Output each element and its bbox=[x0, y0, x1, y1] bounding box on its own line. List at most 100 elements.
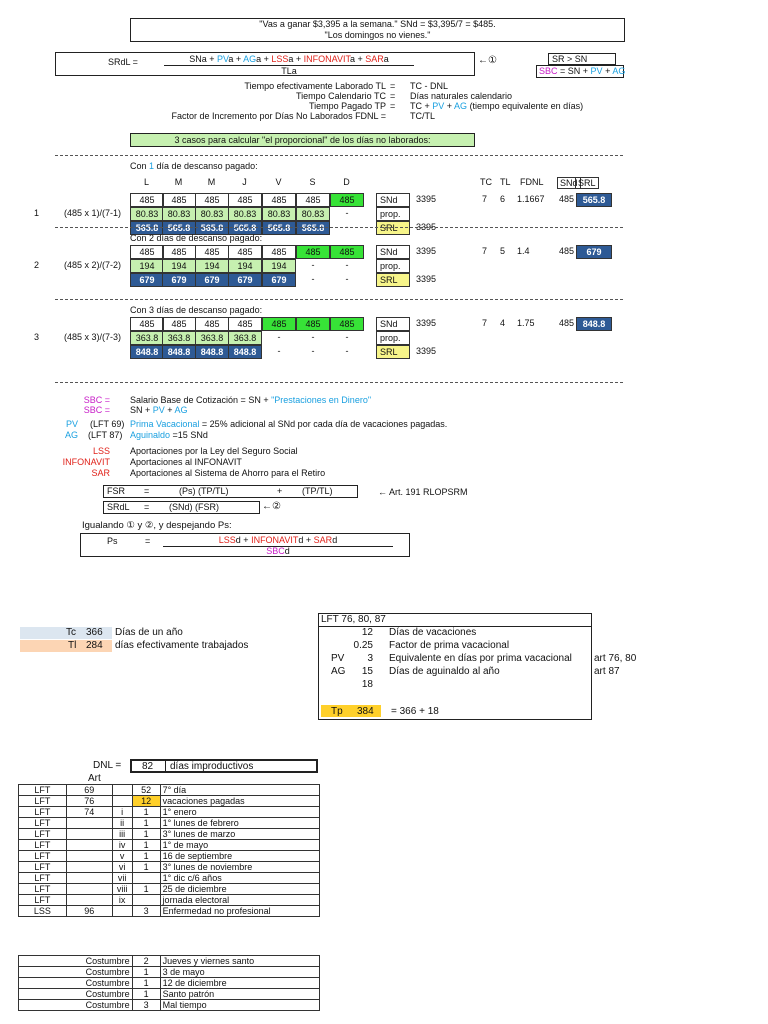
ps-denominator-part: SBC bbox=[266, 546, 285, 556]
table-cell: 1 bbox=[131, 977, 161, 989]
srl-value: 565.8 bbox=[576, 193, 612, 207]
tl-value: 4 bbox=[500, 318, 506, 328]
table-cell: 25 de diciembre bbox=[159, 883, 321, 895]
srdl-numerator-part: a + bbox=[288, 54, 304, 64]
sbc-part: SBC bbox=[539, 66, 558, 76]
table-cell: iii bbox=[111, 828, 133, 840]
day-cell: 565.8 bbox=[296, 221, 330, 235]
table-cell: 1 bbox=[131, 839, 161, 851]
lft-row-key: AG bbox=[331, 666, 346, 677]
table-cell: jornada electoral bbox=[159, 894, 321, 906]
right-header: TL bbox=[500, 177, 511, 187]
table-cell: 3 bbox=[131, 999, 161, 1011]
legend-text-part: PV bbox=[152, 405, 165, 415]
right-header: FDNL bbox=[520, 177, 544, 187]
legend-text: Aguinaldo =15 SNd bbox=[130, 430, 208, 440]
table-cell bbox=[65, 839, 113, 851]
case-title: Con 3 días de descanso pagado: bbox=[130, 305, 262, 315]
day-cell: 485 bbox=[330, 193, 364, 207]
legend-key: AG bbox=[64, 430, 78, 440]
table-cell bbox=[65, 861, 113, 873]
day-cell: - bbox=[311, 274, 315, 284]
day-cell: 679 bbox=[195, 273, 229, 287]
fdnl-value: 1.75 bbox=[517, 318, 535, 328]
fsr-label: FSR bbox=[107, 486, 125, 496]
lft-box-title: LFT 76, 80, 87 bbox=[321, 614, 386, 625]
sr-text: SR > SN bbox=[552, 54, 588, 64]
day-cell: 194 bbox=[162, 259, 196, 273]
snd-total: 3395 bbox=[416, 194, 437, 204]
dnl-text: días improductivos bbox=[170, 761, 254, 772]
tp-text: = 366 + 18 bbox=[391, 706, 439, 717]
table-cell: Jueves y viernes santo bbox=[159, 955, 321, 967]
ref-2: ←② bbox=[262, 501, 281, 512]
definition-label: Tiempo Calendario TC bbox=[295, 91, 386, 101]
table-cell: 1 bbox=[131, 966, 161, 978]
tl-text: días efectivamente trabajados bbox=[115, 640, 249, 651]
legend-text-part: Prima Vacacional bbox=[130, 419, 200, 429]
tc-value: 7 bbox=[482, 194, 488, 204]
day-cell: - bbox=[311, 260, 315, 270]
ps-numerator-part: d + bbox=[298, 535, 314, 545]
legend-text: SN + PV + AG bbox=[130, 405, 188, 415]
legend-text-part: SN + bbox=[130, 405, 153, 415]
tc-key: Tc bbox=[66, 627, 76, 638]
row-label: SNd bbox=[376, 245, 410, 259]
legend-text-part: Aportaciones al Sistema de Ahorro para e… bbox=[130, 468, 326, 478]
case-number: 2 bbox=[34, 260, 40, 270]
day-cell: 485 bbox=[228, 193, 262, 207]
table-cell: LFT bbox=[18, 828, 67, 840]
day-cell: - bbox=[311, 346, 315, 356]
tl-value: 5 bbox=[500, 246, 506, 256]
case-formula: (485 x 1)/(7-1) bbox=[64, 208, 122, 218]
sbc-part: + bbox=[602, 66, 613, 76]
table-cell: 1 bbox=[131, 850, 161, 862]
day-cell: - bbox=[345, 274, 349, 284]
legend-ref: (LFT 69) bbox=[90, 419, 125, 429]
table-cell: Mal tiempo bbox=[159, 999, 321, 1011]
srdl-numerator-part: LSS bbox=[271, 54, 289, 64]
sbc-part: = SN + bbox=[557, 66, 591, 76]
day-cell: 363.8 bbox=[162, 331, 196, 345]
case-formula: (485 x 2)/(7-2) bbox=[64, 260, 122, 270]
fsr-ref: ← Art. 191 RLOPSRM bbox=[378, 487, 468, 497]
legend-text-part: + bbox=[164, 405, 175, 415]
day-cell: 194 bbox=[262, 259, 296, 273]
table-cell: 1 bbox=[131, 828, 161, 840]
table-cell: 3 de mayo bbox=[159, 966, 321, 978]
table-cell: 76 bbox=[65, 795, 113, 807]
day-cell: - bbox=[277, 332, 281, 342]
table-cell bbox=[131, 872, 161, 884]
table-cell: 1 bbox=[131, 817, 161, 829]
definition-value-part: AG bbox=[454, 101, 468, 111]
tc-value: 366 bbox=[86, 627, 103, 638]
srdl2-label: SRdL bbox=[107, 502, 130, 512]
row-label: SRL bbox=[376, 221, 410, 235]
definition-label: Tiempo Pagado TP bbox=[308, 101, 386, 111]
day-cell: 80.83 bbox=[195, 207, 229, 221]
divider bbox=[55, 382, 623, 383]
srl-value: 679 bbox=[576, 245, 612, 259]
fsr-term-1: (Ps) (TP/TL) bbox=[179, 486, 229, 496]
tp-key: Tp bbox=[331, 706, 343, 717]
table-cell: LFT bbox=[18, 850, 67, 862]
day-cell: - bbox=[345, 260, 349, 270]
srdl-numerator: SNa + PVa + AGa + LSSa + INFONAVITa + SA… bbox=[164, 54, 414, 64]
day-cell: 485 bbox=[296, 245, 330, 259]
table-cell: LFT bbox=[18, 861, 67, 873]
table-cell bbox=[65, 883, 113, 895]
row-label: SRL bbox=[376, 345, 410, 359]
srdl-numerator-part: a + bbox=[228, 54, 244, 64]
ps-fraction-line bbox=[163, 546, 393, 547]
table-cell: 12 de diciembre bbox=[159, 977, 321, 989]
srdl-lhs: SRdL = bbox=[108, 57, 138, 67]
tp-highlight bbox=[321, 705, 381, 717]
srdl-formula-box: SRdL = SNa + PVa + AGa + LSSa + INFONAVI… bbox=[55, 52, 475, 76]
day-cell: 565.8 bbox=[262, 221, 296, 235]
legend-text-part: AG bbox=[174, 405, 188, 415]
srdl2-eq: = bbox=[144, 502, 150, 512]
